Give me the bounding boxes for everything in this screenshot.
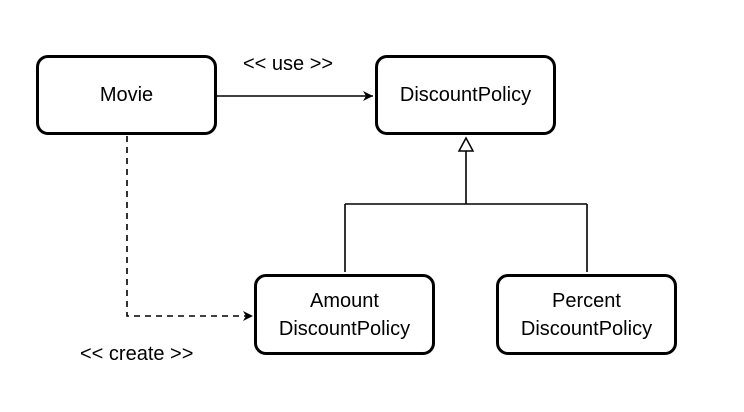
discount-policy-label: DiscountPolicy: [399, 84, 532, 106]
percent-discount-policy-node[interactable]: Percent DiscountPolicy: [496, 274, 677, 355]
amount-discount-policy-text: Amount DiscountPolicy: [279, 287, 410, 343]
amount-discount-policy-node[interactable]: Amount DiscountPolicy: [254, 274, 435, 355]
amount-discount-policy-line1: Amount: [310, 289, 379, 312]
inheritance-triangle: [457, 136, 475, 152]
percent-discount-policy-line1: Percent: [552, 289, 621, 312]
amount-discount-policy-line2: DiscountPolicy: [278, 317, 411, 340]
percent-discount-policy-line2: DiscountPolicy: [520, 317, 653, 340]
movie-node[interactable]: Movie: [36, 55, 217, 135]
use-edge-label: << use >>: [243, 53, 334, 75]
movie-label: Movie: [99, 84, 154, 106]
create-edge-label: << create >>: [80, 343, 194, 365]
discount-policy-node[interactable]: DiscountPolicy: [375, 55, 556, 135]
percent-discount-policy-text: Percent DiscountPolicy: [521, 287, 652, 343]
create-arrow: [126, 136, 253, 321]
